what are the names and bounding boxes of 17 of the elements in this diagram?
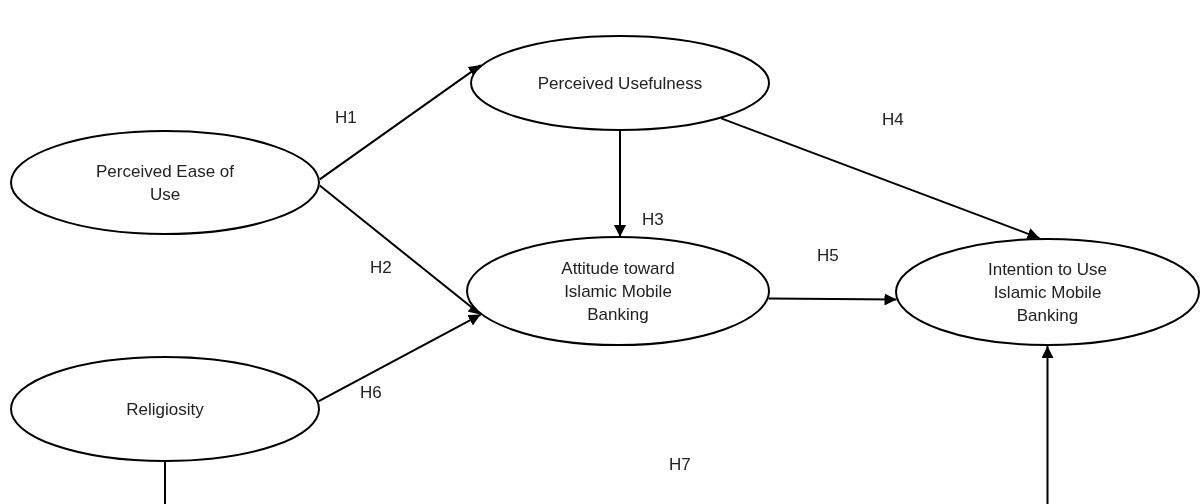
arrow [164,345,1054,504]
construct-label: Perceived Usefulness [537,72,703,95]
construct-ellipse [895,238,1200,346]
arrow [767,293,898,306]
arrow [317,313,482,403]
arrow [318,64,482,181]
construct-label: Attitude toward Islamic Mobile Banking [560,257,676,326]
construct-label: Perceived Ease of Use [95,160,235,206]
construct-ellipse [10,356,320,462]
construct-ellipse [466,236,770,346]
arrow [614,129,626,238]
construct-ellipse [470,35,770,131]
arrow [720,117,1041,240]
construct-label: Religiosity [126,398,204,421]
construct-ellipse [10,130,320,235]
construct-label: Intention to Use Islamic Mobile Banking [986,258,1109,327]
arrow [318,184,482,316]
